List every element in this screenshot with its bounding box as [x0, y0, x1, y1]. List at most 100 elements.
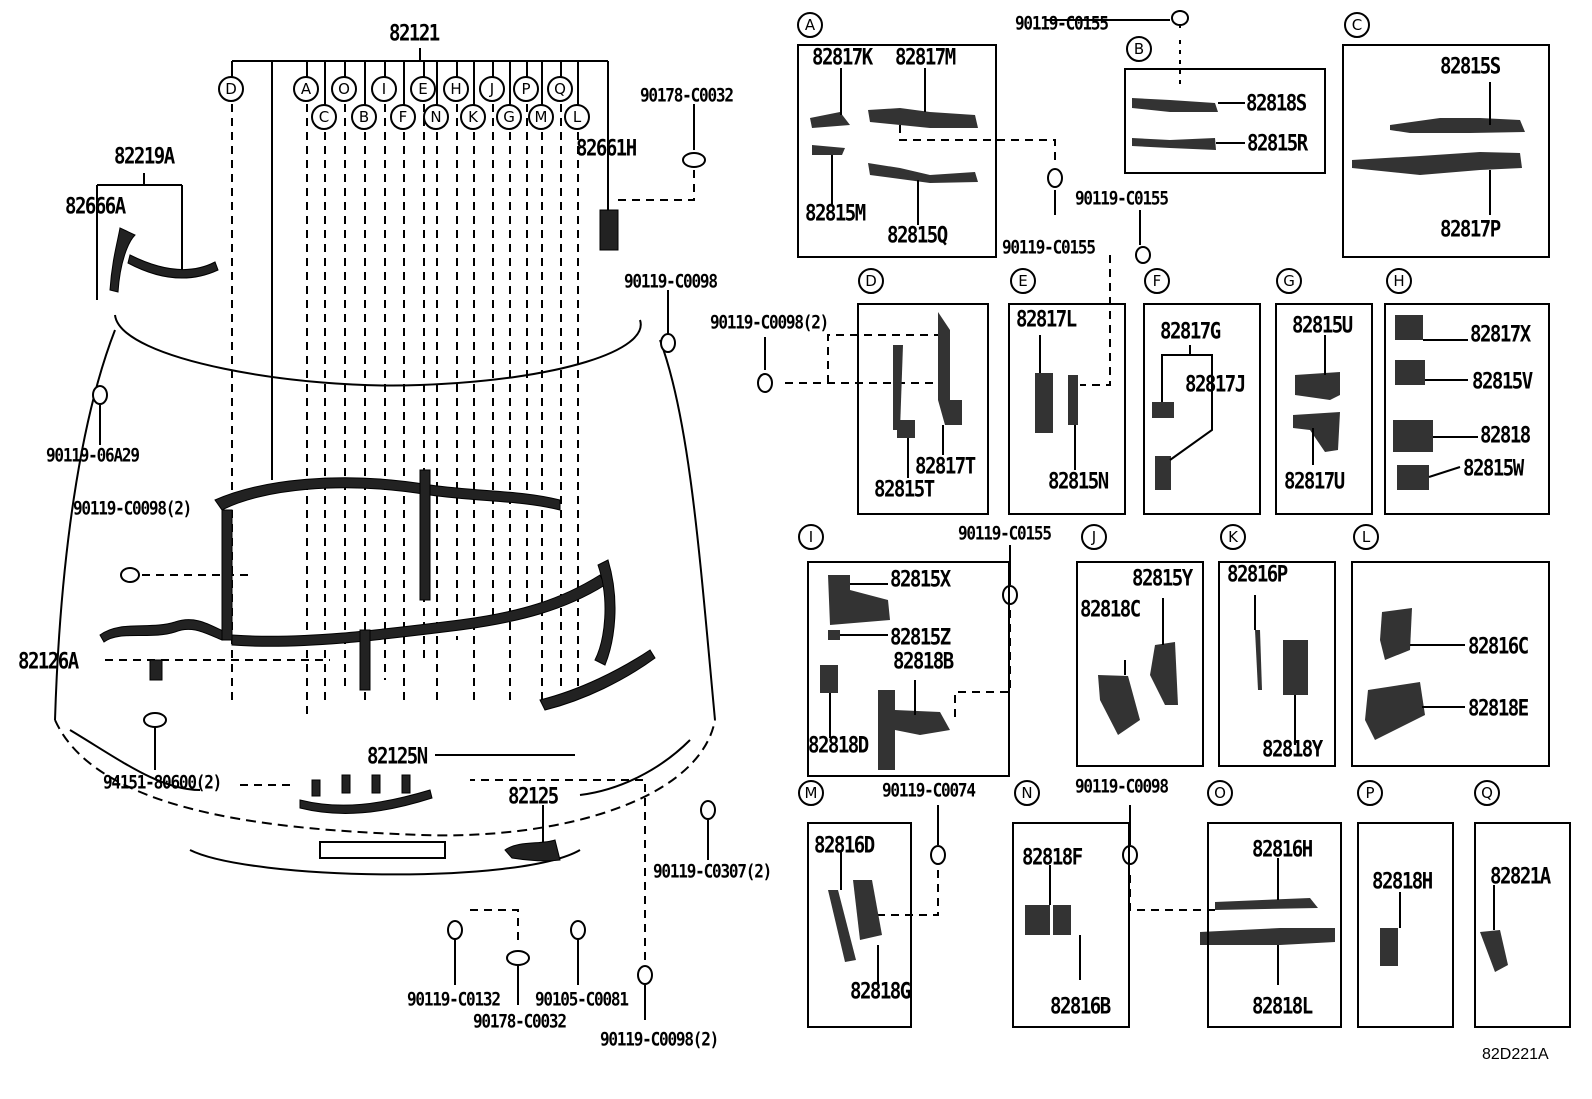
part-label-82818e[interactable]: 82818E: [1468, 695, 1529, 722]
part-label-90119-c0098-2-bottom[interactable]: 90119-C0098(2): [600, 1028, 719, 1050]
callout-n[interactable]: N: [423, 104, 449, 130]
part-label-82817l[interactable]: 82817L: [1016, 306, 1077, 333]
part-label-82815u[interactable]: 82815U: [1292, 312, 1353, 339]
part-label-90178-c0032-top[interactable]: 90178-C0032: [640, 84, 734, 106]
detail-box-p: [1357, 822, 1454, 1028]
callout-o[interactable]: O: [331, 76, 357, 102]
callout-i[interactable]: I: [371, 76, 397, 102]
part-label-82817x[interactable]: 82817X: [1470, 321, 1531, 348]
part-label-82816p[interactable]: 82816P: [1227, 561, 1288, 588]
part-label-82125[interactable]: 82125: [508, 783, 559, 810]
part-label-82125n[interactable]: 82125N: [367, 743, 428, 770]
part-label-90119-c0098-right[interactable]: 90119-C0098: [624, 270, 718, 292]
part-label-82126a[interactable]: 82126A: [18, 648, 79, 675]
part-label-82815q[interactable]: 82815Q: [887, 222, 948, 249]
part-label-90119-06a29[interactable]: 90119-06A29: [46, 444, 140, 466]
callout-h[interactable]: H: [443, 76, 469, 102]
callout-g[interactable]: G: [496, 104, 522, 130]
detail-callout-m[interactable]: M: [798, 780, 824, 806]
part-label-82815y[interactable]: 82815Y: [1132, 565, 1193, 592]
part-label-82815t[interactable]: 82815T: [874, 476, 935, 503]
detail-callout-p[interactable]: P: [1357, 780, 1383, 806]
callout-l[interactable]: L: [564, 104, 590, 130]
part-label-82815z[interactable]: 82815Z: [890, 624, 951, 651]
part-label-82818d[interactable]: 82818D: [808, 732, 869, 759]
callout-d[interactable]: D: [218, 76, 244, 102]
part-label-82818y[interactable]: 82818Y: [1262, 736, 1323, 763]
detail-callout-g[interactable]: G: [1276, 268, 1302, 294]
callout-f[interactable]: F: [390, 104, 416, 130]
part-label-90105-c0081[interactable]: 90105-C0081: [535, 988, 629, 1010]
detail-callout-n[interactable]: N: [1014, 780, 1040, 806]
part-label-82815w[interactable]: 82815W: [1463, 455, 1524, 482]
detail-callout-i[interactable]: I: [798, 524, 824, 550]
detail-callout-j[interactable]: J: [1081, 524, 1107, 550]
detail-callout-q[interactable]: Q: [1474, 780, 1500, 806]
part-label-90119-c0098-o[interactable]: 90119-C0098: [1075, 775, 1169, 797]
callout-m[interactable]: M: [528, 104, 554, 130]
part-label-82815x[interactable]: 82815X: [890, 566, 951, 593]
callout-p[interactable]: P: [513, 76, 539, 102]
detail-callout-e[interactable]: E: [1010, 268, 1036, 294]
part-label-82815v[interactable]: 82815V: [1472, 368, 1533, 395]
detail-callout-d[interactable]: D: [858, 268, 884, 294]
callout-j[interactable]: J: [479, 76, 505, 102]
part-label-82815r[interactable]: 82815R: [1247, 130, 1308, 157]
part-label-90119-c0098-2-left[interactable]: 90119-C0098(2): [73, 497, 192, 519]
detail-callout-k[interactable]: K: [1220, 524, 1246, 550]
part-label-90119-c0307-2[interactable]: 90119-C0307(2): [653, 860, 772, 882]
part-label-82219a[interactable]: 82219A: [114, 143, 175, 170]
part-label-82818h[interactable]: 82818H: [1372, 868, 1433, 895]
part-label-82816c[interactable]: 82816C: [1468, 633, 1529, 660]
callout-q[interactable]: Q: [547, 76, 573, 102]
part-label-82815m[interactable]: 82815M: [805, 200, 866, 227]
part-label-90119-c0155-mid[interactable]: 90119-C0155: [1075, 187, 1169, 209]
part-label-82817p[interactable]: 82817P: [1440, 216, 1501, 243]
detail-callout-h[interactable]: H: [1386, 268, 1412, 294]
part-label-90119-c0098-2-d[interactable]: 90119-C0098(2): [710, 311, 829, 333]
part-label-82821a[interactable]: 82821A: [1490, 863, 1551, 890]
part-label-82817t[interactable]: 82817T: [915, 453, 976, 480]
part-label-82816b[interactable]: 82816B: [1050, 993, 1111, 1020]
part-label-82815s[interactable]: 82815S: [1440, 53, 1501, 80]
part-label-82818b[interactable]: 82818B: [893, 648, 954, 675]
part-label-82818l[interactable]: 82818L: [1252, 993, 1313, 1020]
part-label-90178-c0032-bottom[interactable]: 90178-C0032: [473, 1010, 567, 1032]
callout-c[interactable]: C: [311, 104, 337, 130]
part-label-90119-c0132[interactable]: 90119-C0132: [407, 988, 501, 1010]
part-label-82817m[interactable]: 82817M: [895, 44, 956, 71]
part-label-82817u[interactable]: 82817U: [1284, 468, 1345, 495]
part-label-82818c[interactable]: 82818C: [1080, 596, 1141, 623]
part-label-90119-c0074[interactable]: 90119-C0074: [882, 779, 976, 801]
harness-leader-lines: [231, 61, 609, 480]
callout-k[interactable]: K: [460, 104, 486, 130]
detail-box-n: [1012, 822, 1130, 1028]
part-label-82815n[interactable]: 82815N: [1048, 468, 1109, 495]
part-label-82816d[interactable]: 82816D: [814, 832, 875, 859]
part-label-82816h[interactable]: 82816H: [1252, 836, 1313, 863]
detail-callout-o[interactable]: O: [1207, 780, 1233, 806]
callout-b[interactable]: B: [351, 104, 377, 130]
part-label-82817g[interactable]: 82817G: [1160, 318, 1221, 345]
detail-callout-f[interactable]: F: [1144, 268, 1170, 294]
part-label-82818s[interactable]: 82818S: [1246, 90, 1307, 117]
part-label-82817j[interactable]: 82817J: [1185, 371, 1246, 398]
part-label-82661h[interactable]: 82661H: [576, 135, 637, 162]
detail-callout-c[interactable]: C: [1344, 12, 1370, 38]
part-label-82121[interactable]: 82121: [389, 20, 440, 47]
callout-e[interactable]: E: [410, 76, 436, 102]
callout-a[interactable]: A: [293, 76, 319, 102]
detail-callout-b[interactable]: B: [1126, 36, 1152, 62]
part-label-82818f[interactable]: 82818F: [1022, 844, 1083, 871]
part-label-90119-c0155-ij[interactable]: 90119-C0155: [958, 522, 1052, 544]
detail-callout-l[interactable]: L: [1353, 524, 1379, 550]
part-label-82666a[interactable]: 82666A: [65, 193, 126, 220]
detail-callout-a[interactable]: A: [797, 12, 823, 38]
part-label-90119-c0155-top[interactable]: 90119-C0155: [1015, 12, 1109, 34]
part-label-90119-c0155-lower[interactable]: 90119-C0155: [1002, 236, 1096, 258]
part-label-82817k[interactable]: 82817K: [812, 44, 873, 71]
part-label-94151-80600-2[interactable]: 94151-80600(2): [103, 771, 222, 793]
part-label-82818[interactable]: 82818: [1480, 422, 1531, 449]
part-label-82818g[interactable]: 82818G: [850, 978, 911, 1005]
